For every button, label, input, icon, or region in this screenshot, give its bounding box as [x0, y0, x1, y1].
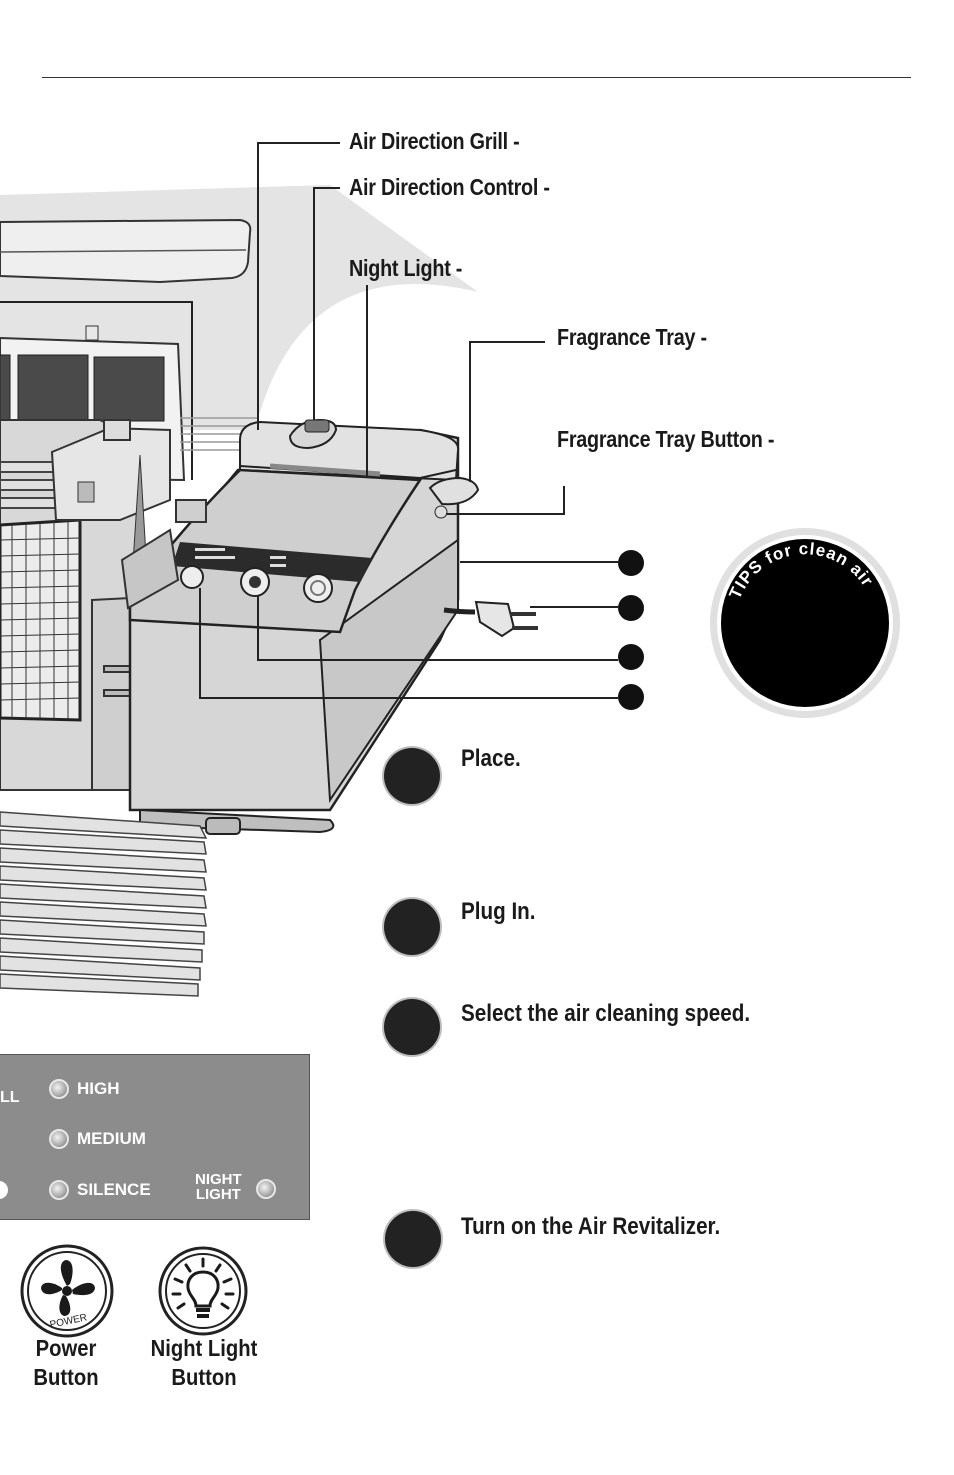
step-2-text: Plug In.: [461, 898, 536, 925]
step-4-text: Turn on the Air Revitalizer.: [461, 1213, 721, 1240]
night-light-button-label: Night Light Button: [149, 1334, 258, 1392]
medium-indicator-light: [49, 1129, 69, 1149]
night-light-line1: NIGHT: [195, 1171, 242, 1188]
night-light-indicator-label: NIGHT LIGHT: [195, 1172, 242, 1202]
fragrance-tray-label: Fragrance Tray -: [557, 324, 707, 350]
power-button-label-line2: Button: [33, 1364, 99, 1390]
power-button-label-line1: Power: [35, 1335, 97, 1361]
power-button-label: Power Button: [13, 1334, 119, 1392]
high-label: HIGH: [77, 1079, 120, 1098]
night-light-button-label-line2: Button: [171, 1364, 237, 1390]
step-3-marker: [384, 999, 440, 1055]
step-2-marker: [384, 899, 440, 955]
control-panel-detail: LL HIGH MEDIUM SILENCE NIGHT LIGHT: [0, 1054, 310, 1220]
panel-cut-text: LL: [0, 1089, 20, 1106]
header-rule: [42, 77, 911, 78]
night-light-indicator-light: [256, 1179, 276, 1199]
step-1-text: Place.: [461, 745, 521, 772]
night-light-line2: LIGHT: [195, 1186, 241, 1203]
air-direction-control-label: Air Direction Control -: [349, 174, 550, 200]
night-light-label: Night Light -: [349, 255, 463, 281]
silence-indicator-light: [49, 1180, 69, 1200]
panel-cut-icon: [0, 1181, 8, 1199]
step-3-text: Select the air cleaning speed.: [461, 1000, 751, 1027]
silence-label: SILENCE: [77, 1180, 151, 1199]
night-light-button-label-line1: Night Light: [150, 1335, 258, 1361]
step-1-marker: [384, 748, 440, 804]
medium-label: MEDIUM: [77, 1129, 146, 1148]
high-indicator-light: [49, 1079, 69, 1099]
power-fan-icon: POWER: [20, 1244, 114, 1338]
fragrance-tray-button-label: Fragrance Tray Button -: [557, 426, 775, 452]
night-light-bulb-icon: [158, 1246, 248, 1336]
air-direction-grill-label: Air Direction Grill -: [349, 128, 520, 154]
tips-badge: TIPS for clean air: [710, 528, 900, 718]
step-4-marker: [385, 1211, 441, 1267]
